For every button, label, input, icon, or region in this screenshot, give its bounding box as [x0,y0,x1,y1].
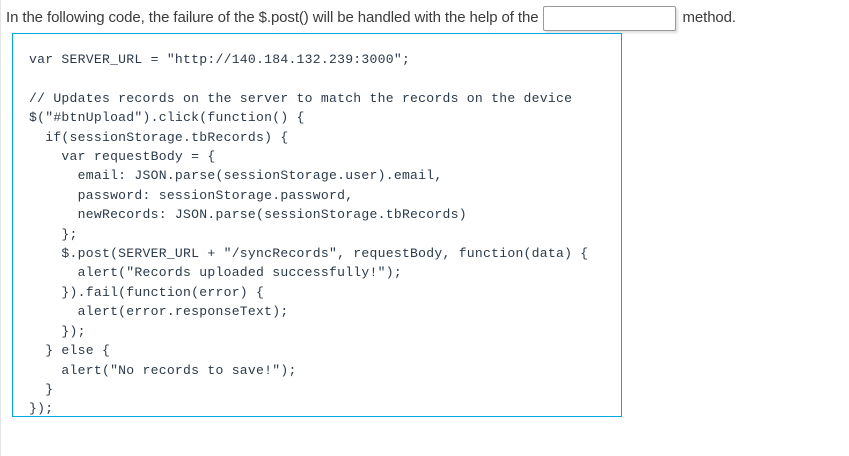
code-listing: var SERVER_URL = "http://140.184.132.239… [29,52,589,417]
answer-input[interactable] [543,5,677,31]
code-block: var SERVER_URL = "http://140.184.132.239… [12,33,622,417]
question-text-before-blank: In the following code, the failure of th… [6,9,539,26]
question-prompt: In the following code, the failure of th… [6,5,845,31]
question-text-after-blank: method. [682,9,736,26]
